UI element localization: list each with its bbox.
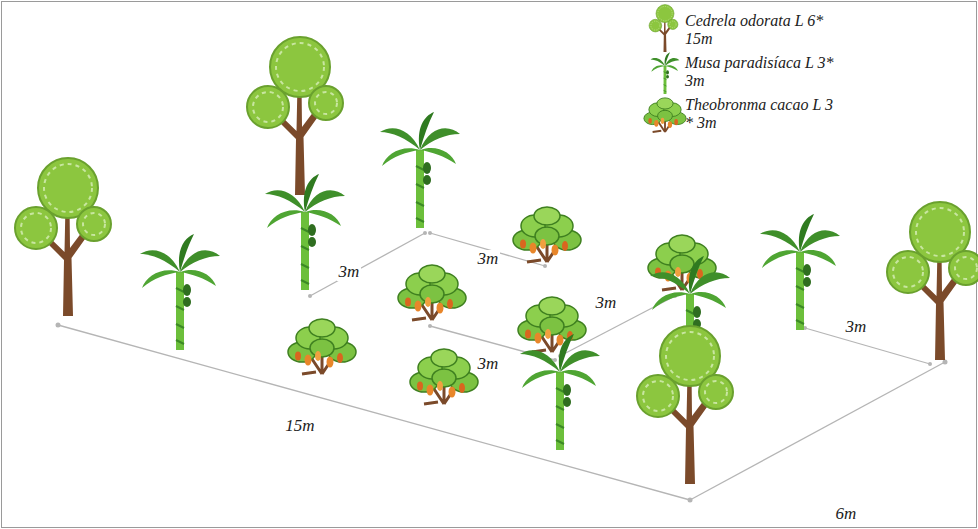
dimension-label: 3m <box>476 250 501 269</box>
legend-text: Cedrela odorata L 6* 15m <box>685 12 835 49</box>
dimension-label: 15m <box>283 417 316 436</box>
dimension-label: 3m <box>844 318 869 337</box>
legend-text: Theobronma cacao L 3 * 3m <box>685 96 835 133</box>
dimension-label: 3m <box>476 355 501 374</box>
dimension-label: 3m <box>337 263 362 282</box>
legend-text: Musa paradisíaca L 3* 3m <box>685 54 835 91</box>
dimension-label: 6m <box>834 505 859 524</box>
dimension-label: 3m <box>594 294 619 313</box>
